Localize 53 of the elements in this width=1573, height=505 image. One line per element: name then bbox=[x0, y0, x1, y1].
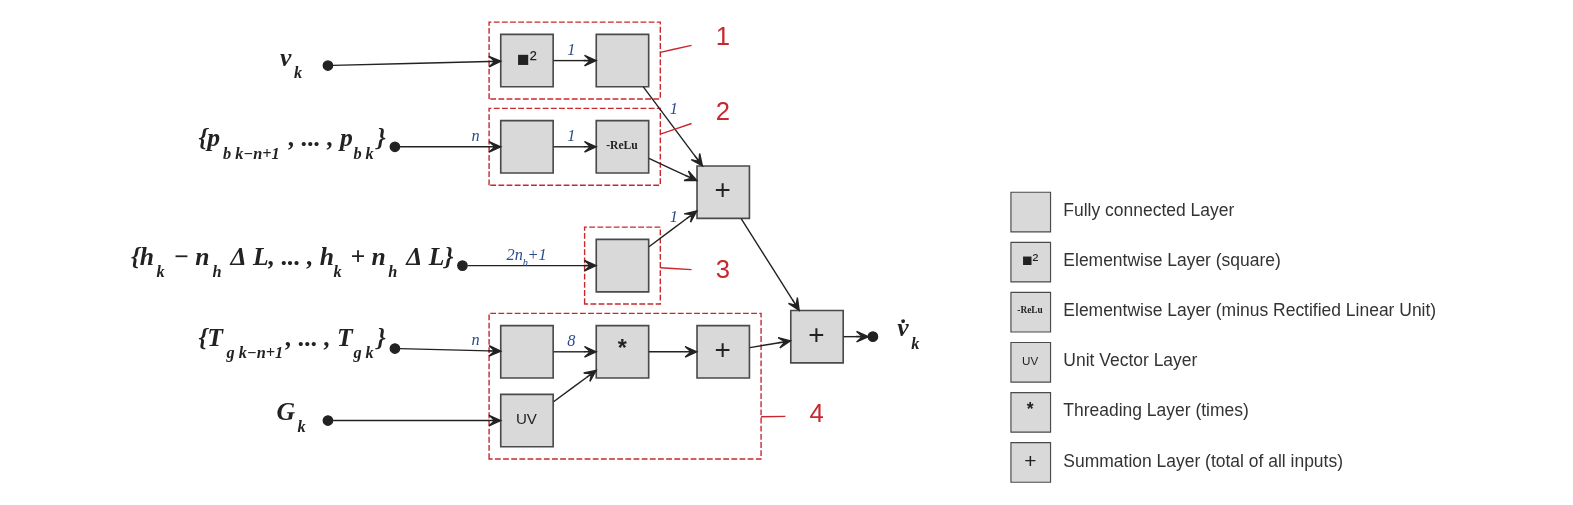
arrow bbox=[552, 140, 597, 153]
arrow bbox=[647, 210, 697, 248]
arrow bbox=[322, 414, 501, 427]
node-box: + bbox=[695, 165, 750, 220]
node-box bbox=[499, 119, 554, 174]
node-box: ■² bbox=[499, 33, 554, 88]
edge-label: 8 bbox=[566, 331, 575, 351]
node-box: + bbox=[789, 309, 844, 364]
legend-label: Unit Vector Layer bbox=[1062, 350, 1197, 371]
arrow bbox=[456, 259, 597, 272]
node-box: -ReLu bbox=[594, 119, 649, 174]
connector bbox=[759, 415, 786, 418]
arrow bbox=[552, 345, 597, 358]
legend-label: Fully connected Layer bbox=[1062, 200, 1234, 221]
arrow bbox=[647, 157, 697, 182]
legend-label: Threading Layer (times) bbox=[1062, 400, 1249, 421]
legend-label: Elementwise Layer (minus Rectified Linear Unit) bbox=[1062, 300, 1436, 321]
legend-label: Elementwise Layer (square) bbox=[1062, 250, 1281, 271]
arrow bbox=[552, 54, 597, 67]
connector bbox=[659, 267, 692, 271]
arrow bbox=[322, 55, 501, 71]
arrow bbox=[748, 336, 791, 349]
label: UV bbox=[1021, 354, 1038, 368]
node-text: 1 bbox=[715, 21, 730, 50]
node-text: 3 bbox=[715, 254, 730, 283]
edge-label: 1 bbox=[566, 40, 575, 59]
node-box bbox=[594, 33, 649, 88]
connector bbox=[659, 122, 692, 135]
arrow bbox=[739, 218, 800, 312]
arrow bbox=[642, 86, 703, 167]
node-text: 2 bbox=[715, 96, 730, 125]
label: + bbox=[1023, 448, 1037, 472]
edge-label: n bbox=[471, 126, 480, 146]
edge-label: 1 bbox=[669, 99, 678, 119]
edge-label: 1 bbox=[669, 206, 678, 226]
node-box: + bbox=[695, 324, 750, 379]
arrow bbox=[389, 343, 501, 357]
label: * bbox=[1026, 399, 1033, 420]
node-box: * bbox=[594, 324, 649, 379]
edge-label: n bbox=[471, 330, 480, 350]
legend-label: Summation Layer (total of all inputs) bbox=[1062, 450, 1343, 471]
node-box: UV bbox=[499, 393, 554, 448]
arrow bbox=[389, 140, 501, 153]
label: ■² bbox=[1021, 250, 1038, 271]
node-box bbox=[594, 238, 649, 293]
node-text: 4 bbox=[808, 399, 824, 428]
label: -ReLu bbox=[1016, 305, 1043, 316]
arrow bbox=[552, 369, 597, 403]
connector bbox=[659, 44, 692, 54]
edge-label: 1 bbox=[566, 126, 575, 146]
arrow bbox=[647, 345, 697, 358]
edge-label: 2n$_{h}$+1 bbox=[506, 245, 547, 268]
node-box bbox=[499, 324, 554, 379]
